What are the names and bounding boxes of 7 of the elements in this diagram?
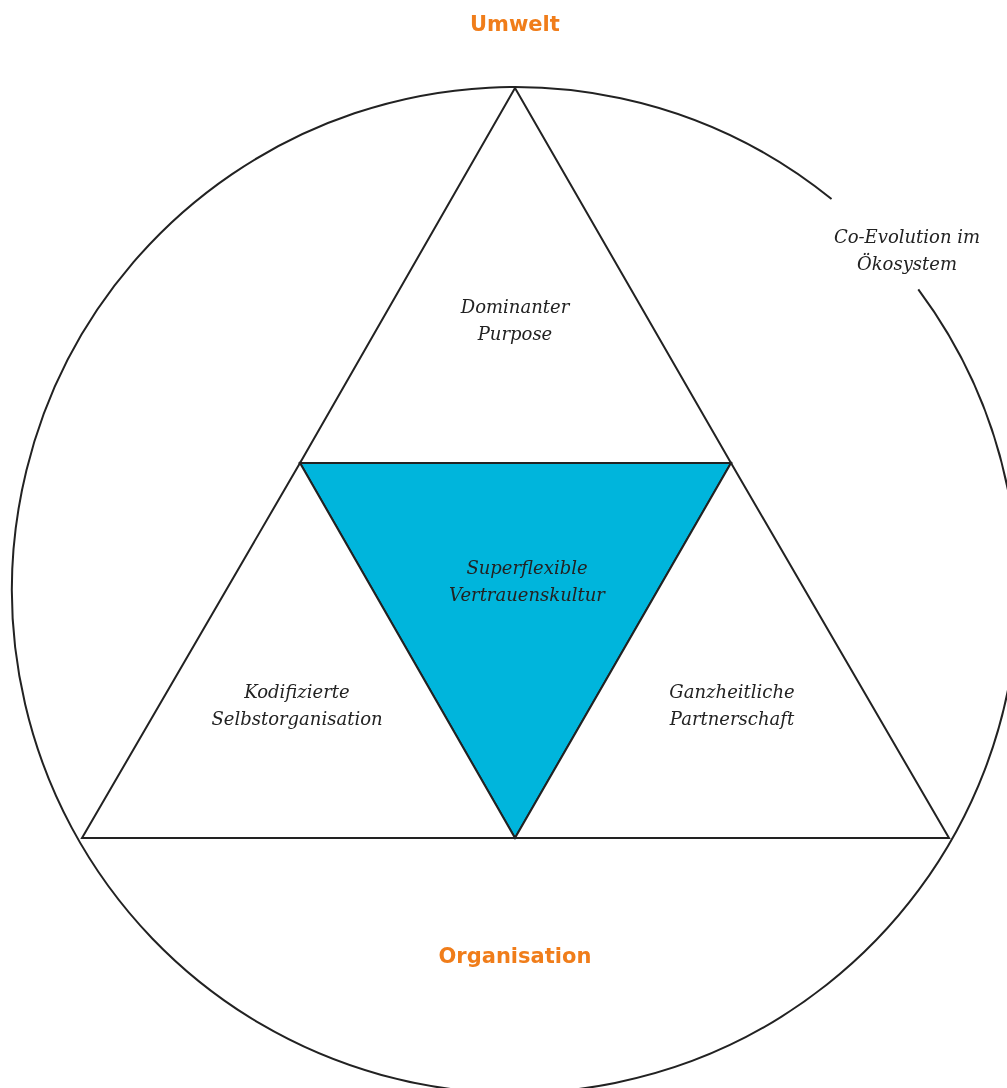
- node-label: Dominanter Purpose: [459, 295, 571, 346]
- node-label: Kodifizierte Selbstorganisation: [210, 680, 384, 731]
- node-label: Co-Evolution im Ökosystem: [832, 225, 982, 276]
- section-label: Umwelt: [470, 12, 560, 36]
- section-label: Organisation: [438, 944, 592, 968]
- node-label: Ganzheitliche Partnerschaft: [668, 680, 796, 731]
- node-label: Superflexible Vertrauenskultur: [448, 556, 607, 607]
